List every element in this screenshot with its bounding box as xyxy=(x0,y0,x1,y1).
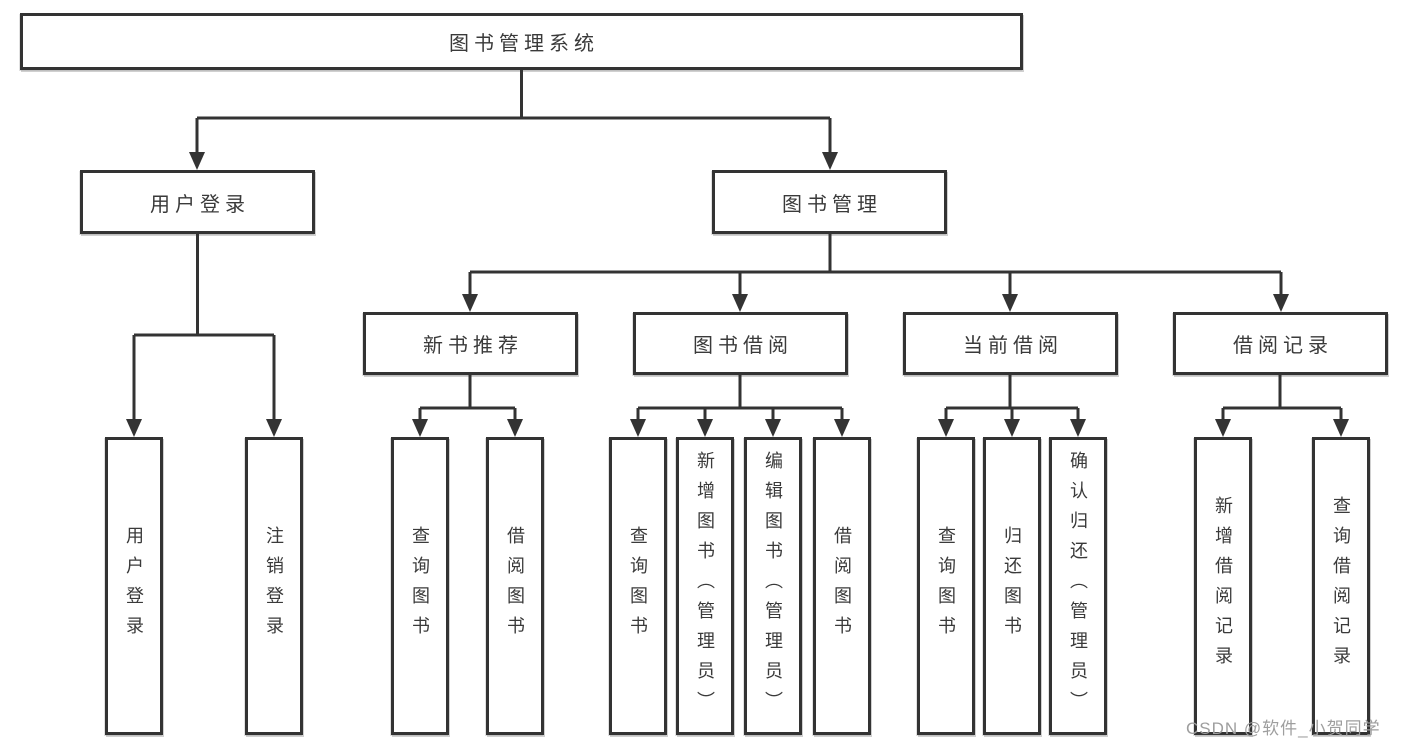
node-leaf-cb-confirm-return-admin: 确认归还（管理员） xyxy=(1049,437,1107,735)
arrowhead-icons xyxy=(126,152,1349,437)
node-leaf-cb-return-books: 归还图书 xyxy=(983,437,1041,735)
node-new-book-recommend: 新书推荐 xyxy=(363,312,578,375)
csdn-watermark: CSDN @软件_小贺同学 xyxy=(1186,719,1381,738)
node-leaf-bb-borrow-books: 借阅图书 xyxy=(813,437,871,735)
node-book-borrow: 图书借阅 xyxy=(633,312,848,375)
node-root: 图书管理系统 xyxy=(20,13,1023,70)
node-borrow-records: 借阅记录 xyxy=(1173,312,1388,375)
node-leaf-logout: 注销登录 xyxy=(245,437,303,735)
node-leaf-br-add-record: 新增借阅记录 xyxy=(1194,437,1252,735)
node-leaf-nb-borrow-books: 借阅图书 xyxy=(486,437,544,735)
node-leaf-bb-edit-books-admin: 编辑图书（管理员） xyxy=(744,437,802,735)
connector-lines xyxy=(132,70,1343,420)
node-leaf-cb-query-books: 查询图书 xyxy=(917,437,975,735)
node-leaf-bb-add-books-admin: 新增图书（管理员） xyxy=(676,437,734,735)
node-leaf-br-query-record: 查询借阅记录 xyxy=(1312,437,1370,735)
node-leaf-bb-query-books: 查询图书 xyxy=(609,437,667,735)
node-current-borrow: 当前借阅 xyxy=(903,312,1118,375)
node-leaf-nb-query-books: 查询图书 xyxy=(391,437,449,735)
node-leaf-user-login: 用户登录 xyxy=(105,437,163,735)
node-user-login: 用户登录 xyxy=(80,170,315,234)
node-book-management: 图书管理 xyxy=(712,170,947,234)
